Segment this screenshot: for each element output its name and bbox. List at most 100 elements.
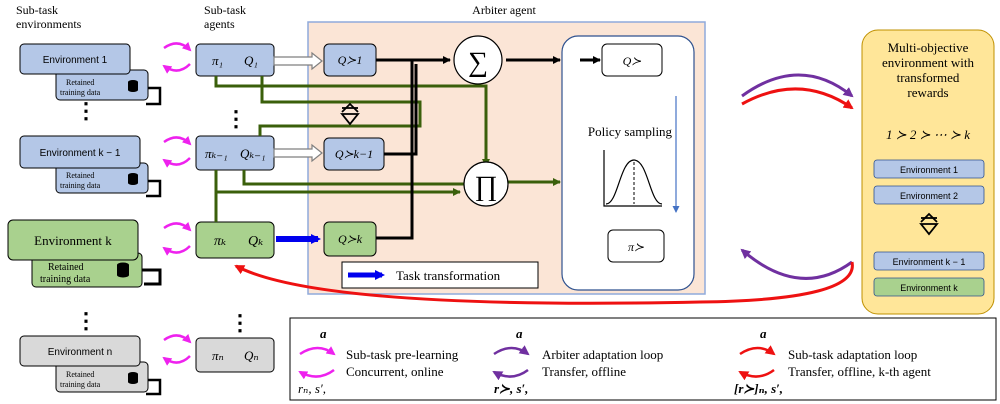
legend-action-1: a <box>320 326 327 341</box>
env-label-3: Environment k <box>34 233 112 248</box>
q-transfer-arrows <box>273 51 323 163</box>
q-pref-box <box>601 43 663 77</box>
agent-box-3 <box>195 221 275 259</box>
retained-label-1a: Retained <box>66 78 94 87</box>
retained-return-arrow <box>146 378 162 396</box>
legend-1-line2: Concurrent, online <box>346 364 444 379</box>
arbiter-q-label-2: Q≻k−1 <box>335 147 373 161</box>
arbiter-q-label-1: Q≻1 <box>338 53 363 67</box>
arbiter-adaptation-arrow-out <box>741 73 854 98</box>
agent-q-3: Qₖ <box>248 234 263 249</box>
prelearning-loop-arrow <box>163 135 192 146</box>
mo-title-line4: rewards <box>907 85 948 100</box>
mo-ordering: 1 ≻ 2 ≻ ⋯ ≻ k <box>886 127 970 142</box>
mo-title-line3: transformed <box>897 70 960 85</box>
mo-env-box-2 <box>873 185 985 205</box>
q-flow-lines <box>376 56 601 240</box>
loop-legend <box>289 317 997 401</box>
legend-loop-arrow-3a <box>739 345 776 356</box>
envs-header-line2: environments <box>16 17 82 31</box>
retained-label-2b: training data <box>60 181 101 190</box>
subtask-adaptation-return-arrow <box>234 261 854 305</box>
env-label-1: Environment 1 <box>43 55 108 66</box>
mo-title-line2: environment with <box>882 55 975 70</box>
agent-pi-4: πₙ <box>212 348 224 363</box>
product-symbol: ∏ <box>474 171 497 202</box>
legend-reward-2: r≻, s′, <box>494 381 528 396</box>
policy-flow-lines <box>214 76 561 222</box>
retained-label-3a: Retained <box>48 262 84 273</box>
env-box-3 <box>7 219 139 261</box>
arbiter-header: Arbiter agent <box>472 3 536 17</box>
chevron-down-icon <box>919 212 939 236</box>
prelearning-loop-arrow <box>163 333 192 344</box>
retained-return-arrow <box>146 86 162 106</box>
agent-pi-1: π₁ <box>212 53 223 68</box>
retained-label-3b: training data <box>40 274 91 285</box>
retained-label-2a: Retained <box>66 171 94 180</box>
mo-env-label-1: Environment 1 <box>900 165 958 175</box>
mo-env-box-3 <box>873 251 985 271</box>
prelearning-loop-arrow <box>162 355 191 366</box>
legend-loop-arrow-2a <box>493 345 530 356</box>
mo-env-label-3: Environment k − 1 <box>893 257 966 267</box>
q-pref-label: Q≻ <box>623 54 642 68</box>
agent-q-4: Qₙ <box>244 348 259 363</box>
task-transformation-legend-label: Task transformation <box>396 268 501 283</box>
agent-q-2: Qₖ₋₁ <box>240 146 266 161</box>
agent-box-4 <box>195 337 275 373</box>
mo-env-label-2: Environment 2 <box>900 191 958 201</box>
mo-env-box-4 <box>873 277 985 297</box>
legend-action-3: a <box>760 326 767 341</box>
policy-sampling-label: Policy sampling <box>588 124 673 139</box>
retained-label-4b: training data <box>60 380 101 389</box>
legend-reward-1: rₙ, s′, <box>298 381 326 396</box>
chevron-down-icon <box>340 102 360 126</box>
prelearning-loop-arrow <box>162 157 191 168</box>
prelearning-loop-arrow <box>162 63 191 74</box>
sum-symbol: ∑ <box>468 47 488 78</box>
arbiter-q-label-3: Q≻k <box>338 232 363 246</box>
prelearning-loop-arrow <box>163 41 192 52</box>
vertical-ellipsis: ⋮ <box>225 106 247 131</box>
mo-env-label-4: Environment k <box>900 283 958 293</box>
legend-action-2: a <box>516 326 523 341</box>
distribution-plot-icon <box>603 150 663 207</box>
envs-header-line1: Sub-task <box>16 3 58 17</box>
legend-2-line1: Arbiter adaptation loop <box>542 347 663 362</box>
vertical-ellipsis: ⋮ <box>75 308 97 333</box>
mo-env-box-1 <box>873 159 985 179</box>
pi-pref-label: π≻ <box>628 240 644 254</box>
legend-3-line1: Sub-task adaptation loop <box>788 347 917 362</box>
agent-pi-3: πₖ <box>214 234 226 249</box>
legend-loop-arrow-3b <box>738 368 775 381</box>
agent-pi-2: πₖ₋₁ <box>205 146 228 161</box>
env-box-2 <box>19 135 141 169</box>
arbiter-adaptation-arrow-in <box>740 248 853 280</box>
vertical-ellipsis: ⋮ <box>75 98 97 123</box>
retained-return-arrow <box>142 268 162 286</box>
agents-header-line1: Sub-task <box>204 3 246 17</box>
retained-label-1b: training data <box>60 88 101 97</box>
vertical-ellipsis: ⋮ <box>229 310 251 335</box>
env-box-1 <box>19 43 131 75</box>
pi-pref-box <box>607 229 665 263</box>
legend-loop-arrow-1a <box>299 346 336 356</box>
agent-q-1: Q₁ <box>244 53 258 68</box>
subtask-adaptation-arrow-out <box>741 87 854 110</box>
mo-title-line1: Multi-objective <box>888 40 969 55</box>
retained-return-arrow <box>146 179 162 198</box>
legend-1-line1: Sub-task pre-learning <box>346 347 459 362</box>
agents-header-line2: agents <box>204 17 235 31</box>
sum-node <box>453 35 503 85</box>
env-box-4 <box>19 335 141 367</box>
product-node <box>463 161 509 207</box>
legend-3-line2: Transfer, offline, k-th agent <box>788 364 931 379</box>
env-label-2: Environment k − 1 <box>40 148 121 159</box>
legend-loop-arrow-1b <box>298 368 335 380</box>
agent-box-1 <box>195 43 275 77</box>
env-label-4: Environment n <box>48 347 112 358</box>
prelearning-loop-arrow <box>162 245 191 256</box>
prelearning-loop-arrow <box>163 221 192 232</box>
